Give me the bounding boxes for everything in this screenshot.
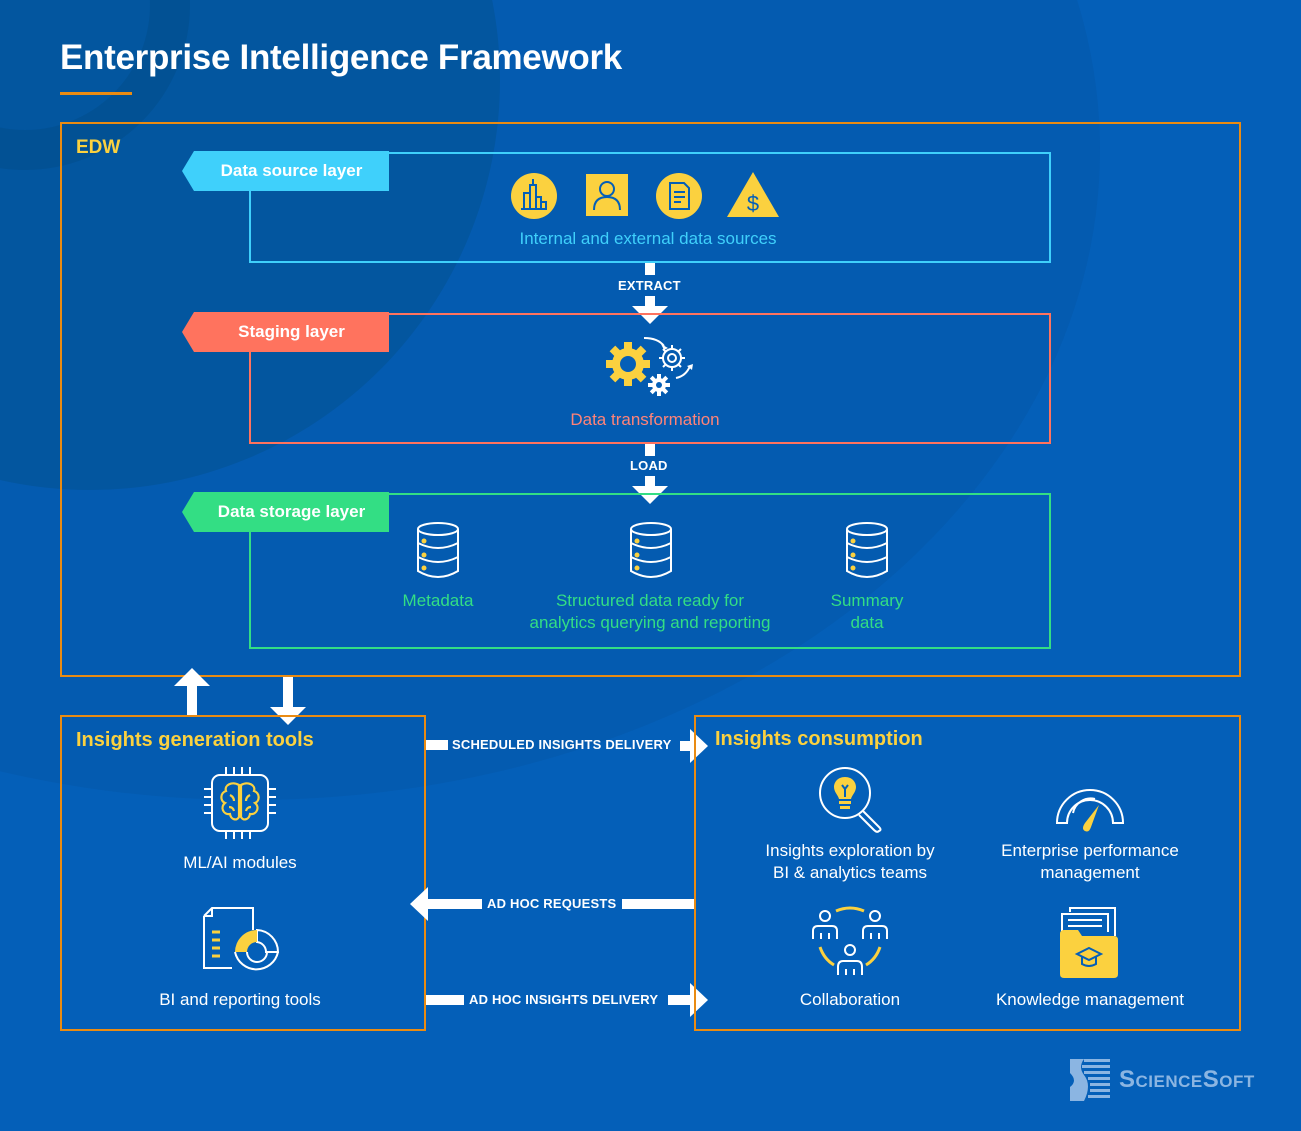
scheduled-delivery-label: SCHEDULED INSIGHTS DELIVERY [452, 737, 672, 752]
insights-exploration-label-line: Insights exploration by [765, 841, 935, 860]
insights-exploration-label-line: BI & analytics teams [772, 863, 927, 882]
gauge-icon [1055, 789, 1125, 832]
data-source-layer-tag-label: Data source layer [220, 161, 363, 180]
enterprise-performance-label-line: Enterprise performance [1001, 841, 1179, 860]
extract-arrow-icon [632, 296, 668, 324]
gears-transform-icon [606, 337, 693, 396]
staging-layer-box [249, 313, 1051, 444]
enterprise-performance-label: Enterprise performance management [970, 840, 1210, 884]
page-title: Enterprise Intelligence Framework [60, 38, 622, 77]
report-chart-icon [203, 907, 280, 971]
storage-item-label-line: analytics querying and reporting [529, 613, 771, 632]
data-storage-layer-box [249, 493, 1051, 649]
insights-generation-box [60, 715, 426, 1031]
lightbulb-search-icon [819, 767, 882, 833]
extract-label: EXTRACT [618, 278, 681, 293]
ai-chip-brain-icon [204, 767, 276, 839]
staging-layer-tag: Staging layer [182, 312, 389, 352]
svg-text:$: $ [747, 191, 759, 216]
data-source-caption: Internal and external data sources [519, 229, 777, 248]
storage-item-summary: Summary data [797, 590, 937, 634]
adhoc-delivery-label: AD HOC INSIGHTS DELIVERY [469, 992, 659, 1007]
knowledge-folder-icon [1060, 907, 1118, 978]
data-storage-layer-tag: Data storage layer [182, 492, 389, 532]
storage-item-metadata: Metadata [368, 590, 508, 612]
arrow-up-icon [174, 668, 210, 716]
load-label: LOAD [630, 458, 668, 473]
adhoc-requests-label: AD HOC REQUESTS [487, 896, 617, 911]
storage-item-label-line: data [850, 613, 884, 632]
collaboration-label: Collaboration [799, 990, 901, 1009]
staging-caption: Data transformation [570, 410, 720, 429]
storage-item-label-line: Structured data ready for [555, 591, 745, 610]
enterprise-performance-label-line: management [1040, 863, 1140, 882]
insights-generation-title: Insights generation tools [76, 729, 314, 751]
sciencesoft-logo-icon [1070, 1059, 1110, 1101]
adhoc-delivery-stem [426, 995, 464, 1005]
staging-layer-tag-label: Staging layer [238, 322, 345, 341]
dollar-warning-icon: $ [727, 172, 779, 217]
scheduled-delivery-stem [426, 740, 448, 750]
extract-arrow-stem-top [645, 263, 655, 275]
storage-item-label-line: Summary [830, 591, 904, 610]
document-icon [656, 173, 702, 219]
team-collaboration-icon [812, 906, 888, 975]
sciencesoft-brand-name: ScienceSoft [1119, 1066, 1255, 1093]
data-source-layer-box [249, 152, 1051, 263]
user-profile-icon [586, 174, 628, 216]
city-buildings-icon [511, 173, 557, 219]
storage-item-label-line: Metadata [402, 591, 474, 610]
adhoc-requests-arrow-icon [410, 887, 482, 921]
edw-label: EDW [76, 137, 121, 158]
title-underline [60, 92, 132, 95]
database-icon [846, 522, 888, 578]
edw-frame [60, 122, 1241, 677]
data-storage-layer-tag-label: Data storage layer [217, 502, 366, 521]
ml-ai-modules-label: ML/AI modules [183, 853, 297, 872]
load-arrow-stem-top [645, 444, 655, 456]
insights-consumption-title: Insights consumption [715, 728, 923, 750]
insights-exploration-label: Insights exploration by BI & analytics t… [730, 840, 970, 884]
bi-reporting-tools-label: BI and reporting tools [159, 990, 321, 1009]
adhoc-requests-stem [622, 899, 694, 909]
storage-item-structured: Structured data ready for analytics quer… [490, 590, 810, 634]
load-arrow-icon [632, 476, 668, 504]
insights-consumption-box [694, 715, 1241, 1031]
database-icon [417, 522, 459, 578]
database-icon [630, 522, 672, 578]
data-source-layer-tag: Data source layer [182, 151, 389, 191]
knowledge-management-label: Knowledge management [995, 990, 1185, 1009]
